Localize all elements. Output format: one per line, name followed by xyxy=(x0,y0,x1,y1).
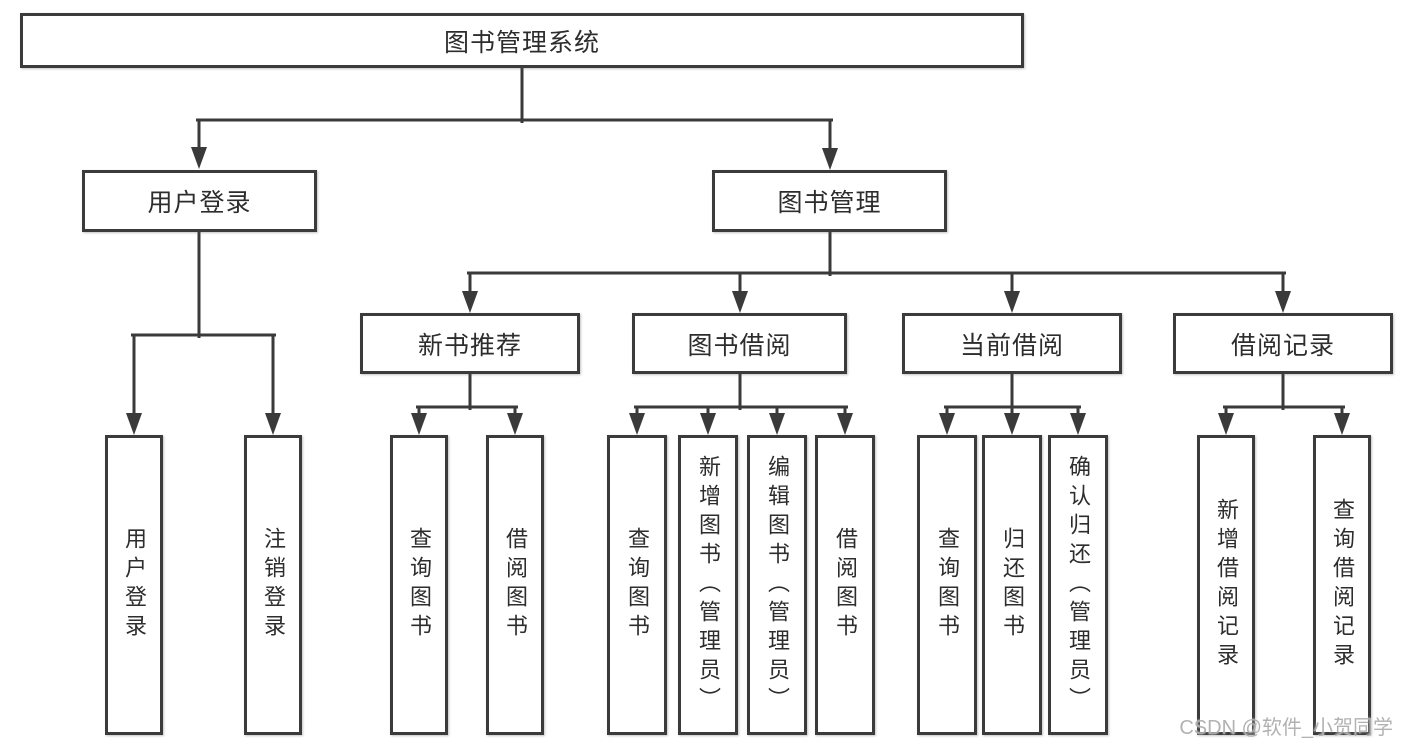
leaf-confirm-return-admin: 确认归还（管理员） xyxy=(1048,435,1108,735)
leaf-query-books-borrow-label: 查询图书 xyxy=(625,527,650,643)
node-book-borrow-label: 图书借阅 xyxy=(687,331,792,360)
leaf-query-books-current-label: 查询图书 xyxy=(935,527,960,643)
leaf-user-login-label: 用户登录 xyxy=(122,527,147,643)
leaf-query-books-borrow: 查询图书 xyxy=(607,435,667,735)
leaf-query-borrow-record-label: 查询借阅记录 xyxy=(1330,498,1355,672)
node-library-system: 图书管理系统 xyxy=(20,13,1024,68)
node-user-login: 用户登录 xyxy=(82,170,317,232)
node-library-system-label: 图书管理系统 xyxy=(443,28,600,57)
connector-current-borrow-to-leaves xyxy=(939,372,1086,435)
connector-root-to-level2 xyxy=(191,66,838,170)
leaf-add-book-admin-label: 新增图书（管理员） xyxy=(696,454,721,716)
leaf-return-book: 归还图书 xyxy=(982,435,1042,735)
node-book-management-label: 图书管理 xyxy=(777,189,882,217)
leaf-confirm-return-admin-label: 确认归还（管理员） xyxy=(1066,454,1091,716)
node-new-book-recommend: 新书推荐 xyxy=(360,313,580,374)
connector-book-management-to-level3 xyxy=(462,230,1291,313)
connector-user-login-to-leaves xyxy=(126,230,281,435)
node-new-book-recommend-label: 新书推荐 xyxy=(417,331,522,360)
leaf-add-borrow-record: 新增借阅记录 xyxy=(1197,435,1255,735)
leaf-logout-login-label: 注销登录 xyxy=(261,527,286,643)
leaf-query-books-current: 查询图书 xyxy=(917,435,977,735)
leaf-query-borrow-record: 查询借阅记录 xyxy=(1313,435,1371,735)
node-borrow-records: 借阅记录 xyxy=(1173,313,1393,374)
leaf-borrow-books-recommend-label: 借阅图书 xyxy=(503,527,528,643)
node-current-borrow-label: 当前借阅 xyxy=(959,331,1064,360)
leaf-borrow-books-recommend: 借阅图书 xyxy=(486,435,544,735)
leaf-query-books-recommend-label: 查询图书 xyxy=(407,527,432,643)
leaf-borrow-books-label: 借阅图书 xyxy=(833,527,858,643)
leaf-add-borrow-record-label: 新增借阅记录 xyxy=(1214,498,1239,672)
leaf-borrow-books: 借阅图书 xyxy=(815,435,875,735)
leaf-return-book-label: 归还图书 xyxy=(1000,527,1025,643)
leaf-edit-book-admin: 编辑图书（管理员） xyxy=(747,435,807,735)
connector-new-book-recommend-to-leaves xyxy=(411,372,523,435)
node-borrow-records-label: 借阅记录 xyxy=(1230,331,1335,360)
node-current-borrow: 当前借阅 xyxy=(902,313,1122,374)
connector-book-borrow-to-leaves xyxy=(629,372,853,435)
node-book-management: 图书管理 xyxy=(712,170,947,232)
leaf-add-book-admin: 新增图书（管理员） xyxy=(678,435,738,735)
leaf-user-login: 用户登录 xyxy=(105,435,163,735)
node-user-login-label: 用户登录 xyxy=(147,189,252,217)
leaf-edit-book-admin-label: 编辑图书（管理员） xyxy=(765,454,790,716)
node-book-borrow: 图书借阅 xyxy=(632,313,847,374)
connector-borrow-records-to-leaves xyxy=(1218,372,1350,435)
leaf-logout-login: 注销登录 xyxy=(244,435,302,735)
csdn-watermark: CSDN @软件_小贺同学 xyxy=(1179,717,1393,739)
leaf-query-books-recommend: 查询图书 xyxy=(390,435,448,735)
